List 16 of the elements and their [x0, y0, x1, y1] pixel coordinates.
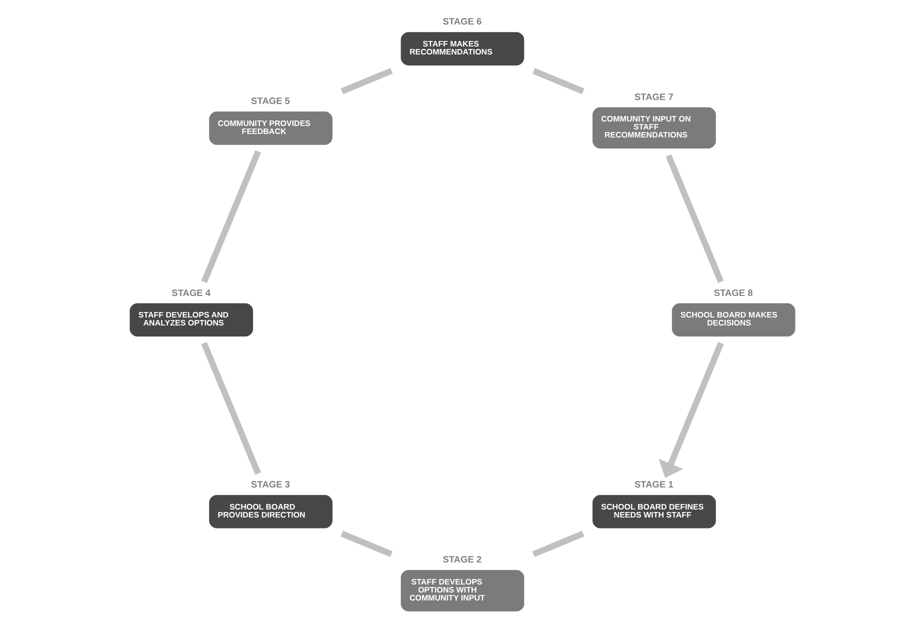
connector — [532, 530, 584, 558]
node-label: STAGE 2 — [442, 554, 482, 565]
node-label: STAGE 6 — [442, 16, 482, 27]
arrow — [658, 342, 724, 478]
connector — [200, 342, 260, 475]
node-label: STAGE 8 — [713, 288, 752, 298]
connector — [532, 68, 584, 94]
node-label: STAGE 1 — [634, 480, 673, 490]
connector — [340, 530, 392, 557]
node-label: STAGE 7 — [634, 92, 673, 102]
connector — [200, 150, 260, 284]
connector — [665, 154, 724, 284]
node-label: STAGE 3 — [250, 480, 290, 490]
connector — [340, 68, 392, 94]
node-label: STAGE 4 — [171, 288, 210, 298]
node-label: STAGE 5 — [250, 96, 290, 106]
